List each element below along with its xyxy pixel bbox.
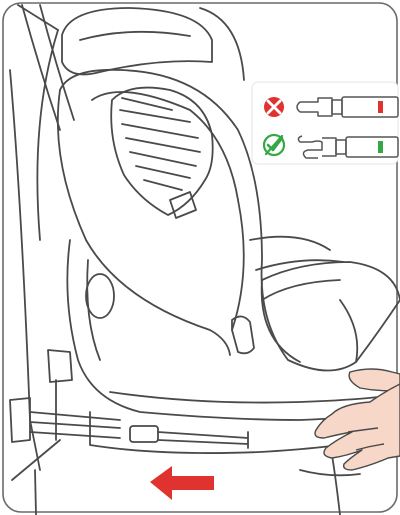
seat-cushion — [250, 237, 400, 362]
indicator-window-green — [378, 141, 383, 153]
headrest — [62, 8, 244, 80]
connector-status-legend — [252, 82, 398, 164]
side-ventilation-pad — [111, 88, 212, 215]
rotation-knob — [86, 274, 114, 318]
isofix-release-slider — [130, 426, 248, 448]
hand-right — [315, 384, 400, 470]
vehicle-seat-outline — [10, 5, 60, 480]
legend-background — [252, 82, 398, 164]
indicator-window-red — [378, 101, 383, 113]
arrow-left-icon — [150, 466, 214, 500]
